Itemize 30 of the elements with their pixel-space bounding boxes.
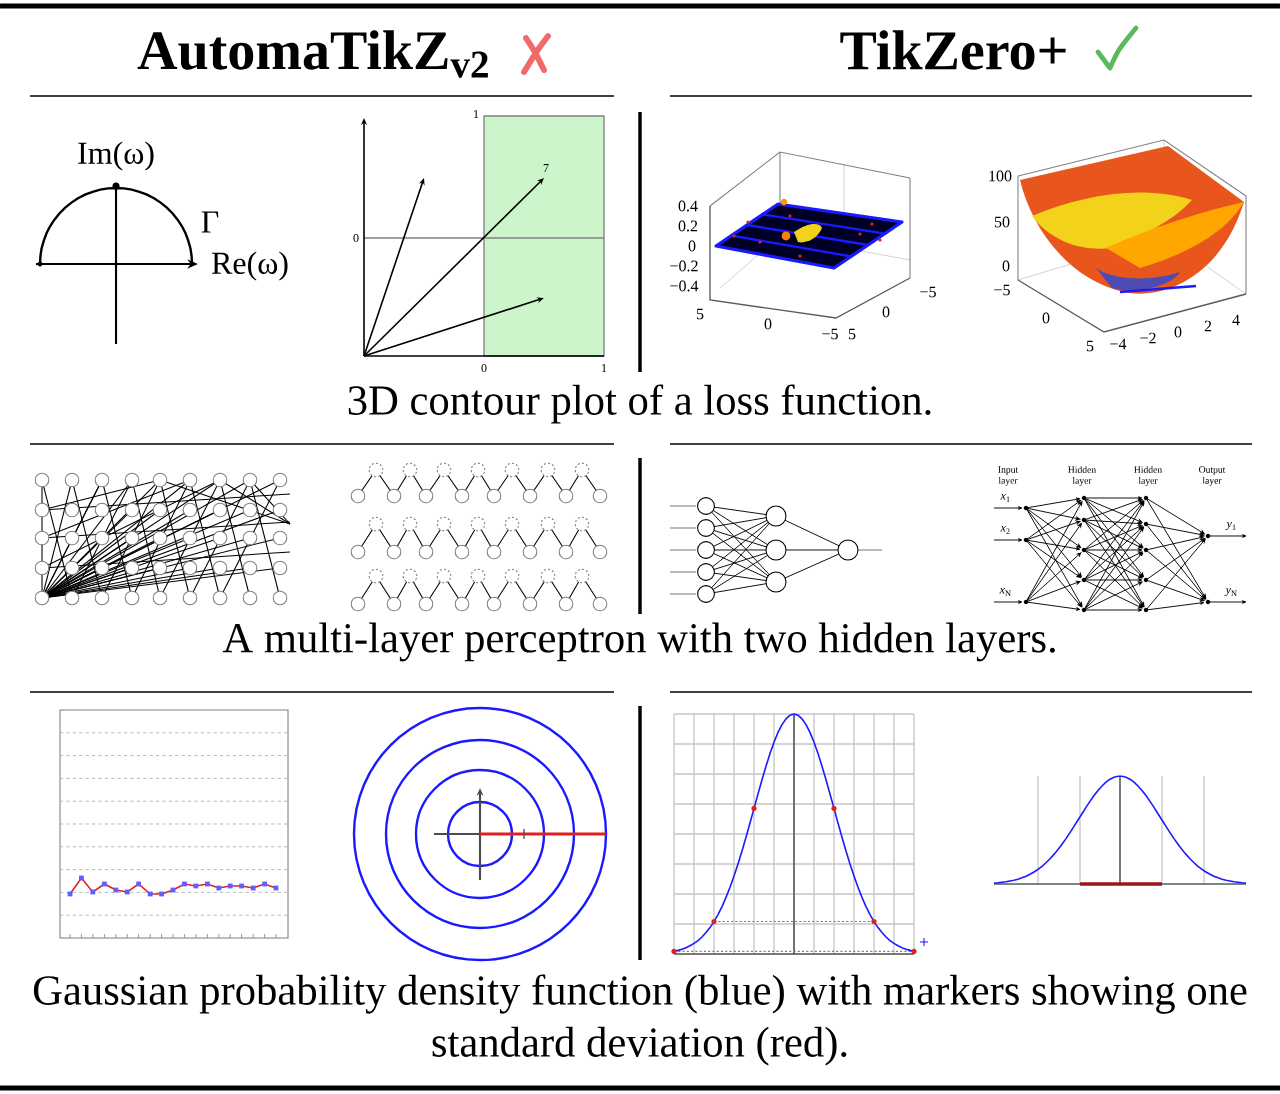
tick-label: 0 bbox=[1042, 312, 1050, 324]
tick-label: 50 bbox=[994, 216, 1010, 228]
caption-text: Gaussian probability density function (blue) with markers showing one standard deviation (red). bbox=[33, 974, 1247, 1066]
tick-label: −5 bbox=[920, 286, 936, 298]
column-heading: AutomaTikZ$_{v2}$ bbox=[137, 30, 488, 78]
tick-label: −0.4 bbox=[670, 280, 699, 292]
tick-label: 0 bbox=[1002, 260, 1010, 272]
tick-label: 2 bbox=[1204, 320, 1212, 332]
tick-label: 100 bbox=[989, 170, 1012, 182]
tick-label: −0.2 bbox=[670, 260, 698, 272]
tick-label: 5 bbox=[848, 328, 856, 340]
tick-label: 0 bbox=[882, 306, 890, 318]
tick-label: 0.4 bbox=[678, 200, 698, 212]
tick-label: 0.2 bbox=[678, 220, 698, 232]
column-heading: TikZero+ bbox=[840, 30, 1066, 70]
caption-text: 3D contour plot of a loss function. bbox=[348, 384, 931, 424]
tick-label: −5 bbox=[994, 284, 1010, 296]
tick-label: −4 bbox=[1110, 338, 1127, 350]
tick-label: −2 bbox=[1140, 332, 1156, 344]
tick-label: 5 bbox=[1086, 340, 1094, 352]
caption-text: A multi-layer perceptron with two hidden layers. bbox=[222, 622, 1055, 662]
tick-label: 4 bbox=[1232, 314, 1240, 326]
tick-label: 0 bbox=[688, 240, 696, 252]
tick-label: 0 bbox=[764, 318, 772, 330]
tick-label: 5 bbox=[696, 308, 704, 320]
tick-label: 0 bbox=[1174, 326, 1182, 338]
axis-label: Γ bbox=[201, 211, 219, 233]
axis-label: Re(ω) bbox=[211, 251, 288, 281]
axis-label: Im(ω) bbox=[78, 141, 154, 171]
tick-label: −5 bbox=[822, 328, 838, 340]
